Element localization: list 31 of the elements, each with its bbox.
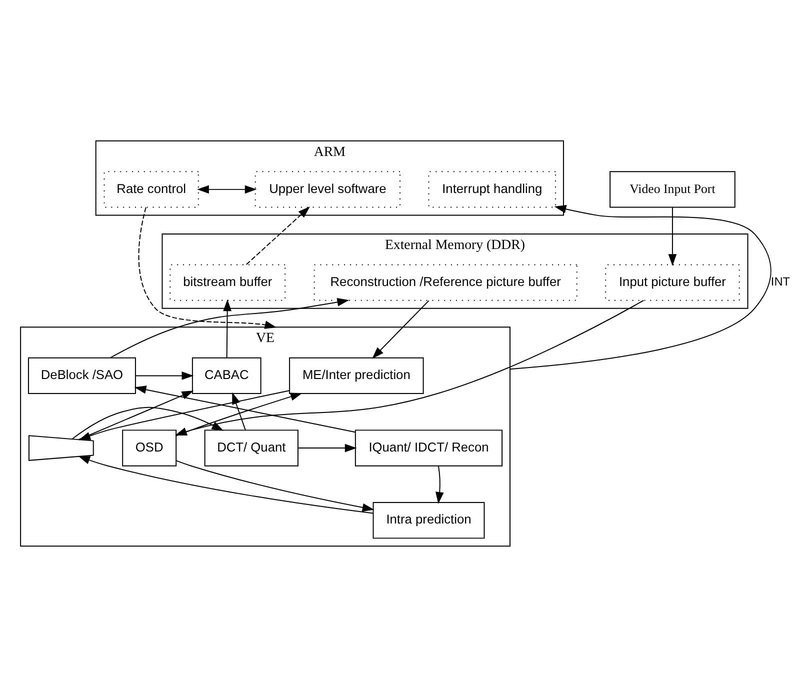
- node-box: CABAC: [192, 357, 262, 394]
- edge-label: INT: [770, 274, 790, 289]
- node-box: Input picture buffer: [605, 264, 740, 301]
- arrow: [197, 185, 257, 194]
- node-box: Intra prediction: [372, 502, 485, 539]
- arrow: [372, 300, 430, 359]
- node-box: Reconstruction /Reference picture buffer: [314, 264, 578, 301]
- node-box: OSD: [122, 430, 177, 466]
- arrow: [223, 299, 232, 358]
- arrow: [134, 386, 356, 433]
- arrow: [510, 205, 772, 370]
- node-box: Upper level software: [254, 171, 400, 208]
- node-box: DCT/ Quant: [204, 430, 298, 466]
- node-box: IQuant/ IDCT/ Recon: [354, 430, 503, 466]
- arrow: [298, 444, 357, 452]
- node-box: DeBlock /SAO: [28, 357, 136, 394]
- arrow: [176, 460, 374, 512]
- arrow: [135, 372, 194, 380]
- arrow: [110, 298, 350, 358]
- node-box: Interrupt handling: [428, 171, 556, 208]
- arrow: [138, 206, 277, 329]
- arrow: [232, 392, 246, 431]
- node-box: Video Input Port: [610, 171, 736, 208]
- arrow: [436, 466, 444, 504]
- arrow: [668, 207, 677, 266]
- node-box: ME/Inter prediction: [289, 357, 424, 394]
- arrow: [78, 456, 374, 514]
- node-trapezoid: [28, 435, 94, 461]
- arrow: [246, 206, 310, 265]
- node-box: Rate control: [104, 171, 199, 208]
- node-box: bitstream buffer: [170, 264, 286, 301]
